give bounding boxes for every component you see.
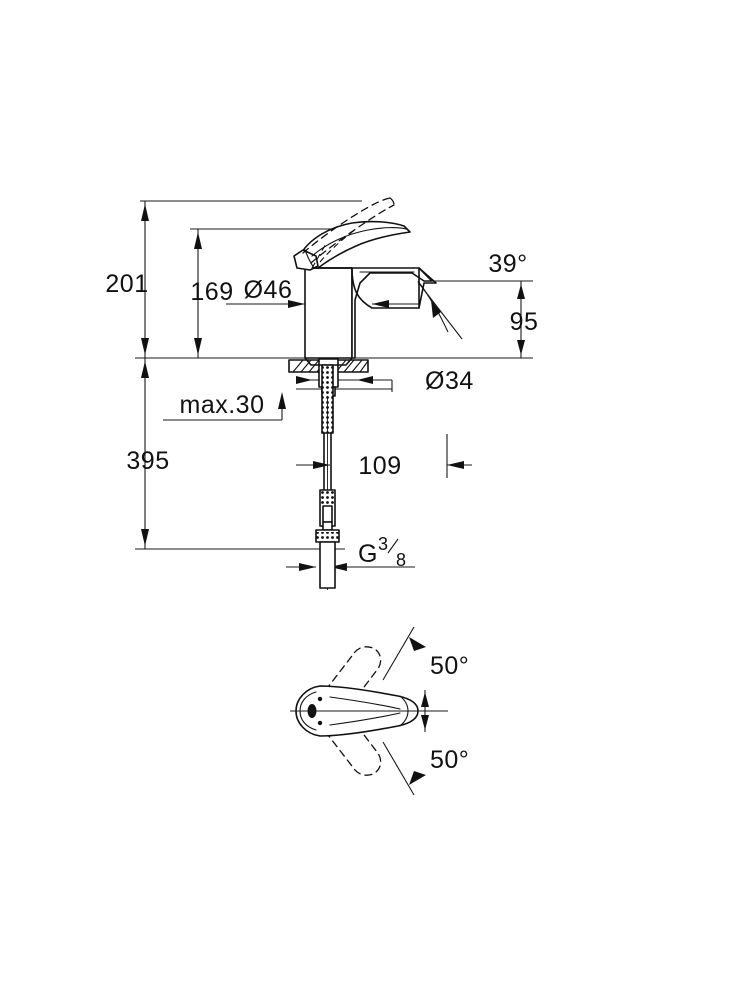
lever-handle-outline [299,220,411,269]
dimension-d46: Ø46 [226,276,420,308]
handle-plan-top-inner [329,696,401,710]
lever-open-lower-edge [310,204,395,264]
dimension-label-max30: max.30 [180,391,265,419]
arrowhead-d34-right [357,376,373,384]
arrowhead-201-bottom [141,338,149,355]
hose-connector [315,489,340,589]
handle-ghost-up-outline [317,646,382,717]
dimension-swivel-down-50: 50° [382,741,469,796]
arrowhead-109-left [313,461,330,469]
arrowhead-39deg [431,300,441,318]
dim-ray-39deg [417,281,463,340]
connector-tail-pipe [319,541,336,589]
ray-swivel-up [382,626,415,681]
handle-ghost-down-outline [317,705,382,776]
arrowhead-d46-right [372,300,389,308]
arrowhead-395-bottom [141,529,149,546]
ray-swivel-down [382,741,415,796]
hatch-8 [359,360,369,373]
arrowhead-g38-left [299,563,316,571]
vertex-arrow-down [421,715,429,730]
dimension-label-169: 169 [190,278,233,306]
connector-window [322,505,333,523]
dimension-label-thread-numerator: 3 [378,534,389,554]
handle-plan-dot-top [317,696,323,702]
dimension-max30: max.30 [163,391,286,421]
top-plan-swivel-view: 50° 50° [290,626,469,796]
arrowhead-169-bottom [194,338,202,355]
connector-hex-texture [316,532,339,540]
dimension-201: 201 [105,201,149,358]
arrowhead-g38-right [330,563,347,571]
arrowhead-swivel-down [409,771,426,785]
arrowhead-max30 [278,392,286,409]
hatch-7 [351,359,363,373]
handle-ghost-up [317,646,382,717]
handle-plan-dot-bottom [317,720,323,726]
arrowhead-201-top [141,204,149,221]
connector-thread-texture [320,490,335,504]
arrowhead-95-top [517,284,525,299]
arrowhead-d46-left [288,300,305,308]
arrowhead-109-right [447,461,464,469]
dimension-label-swivel-up: 50° [430,652,469,680]
lever-open-upper-edge [302,197,391,254]
handle-ghost-down [317,705,382,776]
dimension-thread-g38: G 3 8 [286,534,415,571]
thread-fraction-slash [387,538,399,554]
dimension-95: 95 [510,281,539,358]
connector-collar-small [322,521,333,531]
dimension-label-d34: Ø34 [425,367,474,395]
handle-plan-bottom-inner [329,712,401,726]
body-column [304,267,353,359]
dimension-109: 109 [296,434,472,480]
arrowhead-95-bottom [517,340,525,355]
lever-swing-arc [311,243,327,269]
hatch-6 [343,359,355,373]
dimension-d34: Ø34 [296,367,474,395]
front-elevation-view: 201 169 395 Ø46 39° [105,197,539,590]
dimension-label-395: 395 [126,447,169,475]
dimension-39deg: 39° [417,250,527,340]
lever-handle-inner-contour [311,227,407,257]
dimension-label-thread-denominator: 8 [396,550,407,570]
arrowhead-swivel-up [409,637,426,651]
spout-outlet-tip [418,267,437,309]
lever-open-tip [389,197,395,206]
dimension-label-d46: Ø46 [244,276,293,304]
vertex-arrow-up [421,692,429,707]
dimension-label-109: 109 [358,452,401,480]
dimension-169: 169 [190,229,233,358]
lever-handle-open-position [302,197,395,269]
hatch-1 [292,359,304,373]
arrowhead-395-top [141,361,149,378]
hatch-3 [308,359,320,373]
dimension-395: 395 [126,358,169,549]
faucet-body [304,267,353,359]
dimension-swivel-up-50: 50° [382,626,469,681]
lever-open-center-hint [319,228,357,263]
dimension-label-39deg: 39° [488,250,527,278]
arrowhead-169-top [194,232,202,249]
faucet-lever-handle [293,220,411,271]
dimension-label-swivel-down: 50° [430,746,469,774]
plan-angle-vertex-marker [421,690,429,732]
dimension-label-201: 201 [105,270,148,298]
dimension-label-thread-g: G [358,540,378,568]
dimension-label-95: 95 [510,308,539,336]
faucet-spout [304,267,437,359]
spout-underside-curve [351,267,420,309]
arrowhead-d34-left [296,376,312,384]
